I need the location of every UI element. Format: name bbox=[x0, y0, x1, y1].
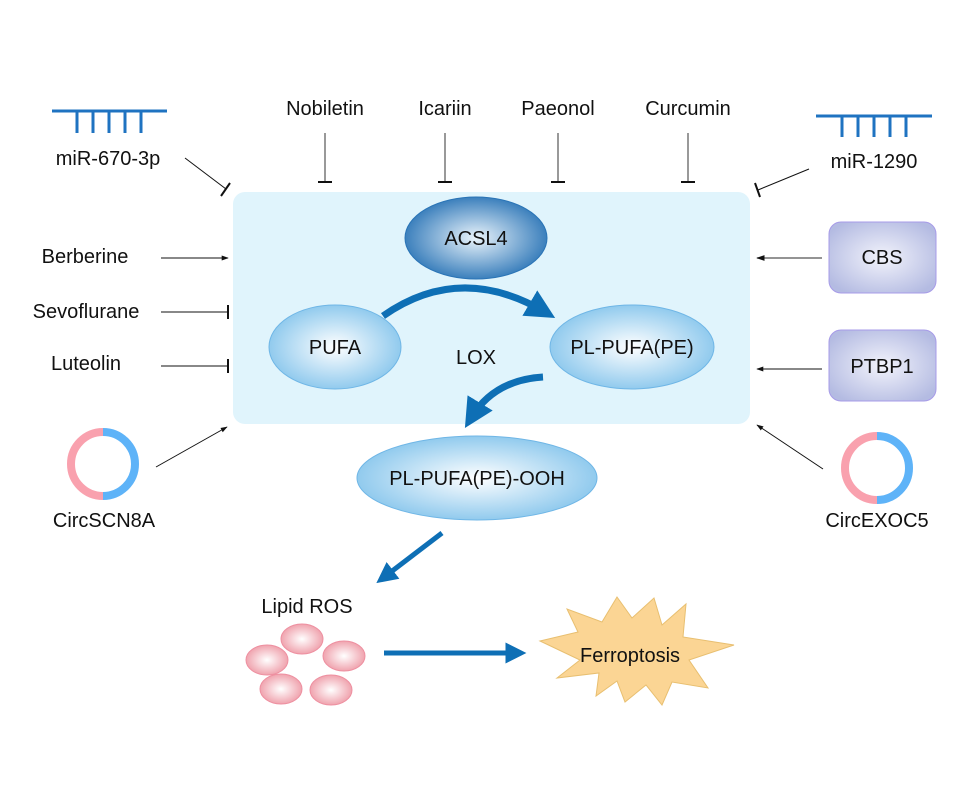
node-pl-pufa-pe-ooh: PL-PUFA(PE)-OOH bbox=[356, 435, 598, 521]
lox-oxidation-arrow bbox=[464, 373, 544, 429]
cbs-box bbox=[828, 221, 937, 294]
circrna-ring-icon bbox=[841, 432, 913, 504]
lipid-ros-label: Lipid ROS bbox=[261, 596, 352, 618]
regulator-berberine: Berberine bbox=[42, 246, 229, 268]
ros-droplet bbox=[259, 673, 303, 705]
pl-pufa-pe-ellipse bbox=[549, 304, 715, 390]
regulator-cbs: CBS bbox=[756, 221, 937, 294]
ferroptosis-burst: Ferroptosis bbox=[538, 596, 735, 706]
inhibit-line bbox=[757, 168, 810, 191]
ferroptosis-star-shape bbox=[538, 596, 735, 706]
top-inhibitor-paeonol: Paeonol bbox=[521, 98, 595, 183]
icariin-label: Icariin bbox=[418, 98, 471, 120]
ros-droplet bbox=[309, 674, 353, 706]
top-inhibitor-icariin: Icariin bbox=[418, 98, 472, 183]
top-inhibitor-nobiletin: Nobiletin bbox=[286, 98, 364, 183]
mirna-670-3p: miR-670-3p bbox=[52, 109, 231, 197]
ptbp1-box bbox=[828, 329, 937, 402]
pl-pufa-pe-ooh-label: PL-PUFA(PE)-OOH bbox=[389, 468, 565, 490]
mirna-1290: miR-1290 bbox=[754, 114, 932, 198]
ros-droplet bbox=[280, 623, 324, 655]
regulator-ptbp1: PTBP1 bbox=[756, 329, 937, 402]
inhibit-bar bbox=[754, 182, 761, 198]
lox-label: LOX bbox=[456, 347, 496, 369]
pufa-label: PUFA bbox=[309, 337, 362, 359]
node-acsl4: ACSL4 bbox=[404, 196, 548, 280]
node-pufa: PUFA bbox=[268, 304, 402, 390]
pl-pufa-pe-label: PL-PUFA(PE) bbox=[570, 337, 693, 359]
acsl4-conversion-arrow bbox=[380, 284, 556, 319]
circrna-ring-icon bbox=[67, 428, 139, 500]
lipid-ros-cluster: Lipid ROS bbox=[245, 596, 366, 706]
sevoflurane-label: Sevoflurane bbox=[33, 301, 140, 323]
regulator-luteolin: Luteolin bbox=[51, 353, 229, 375]
regulator-sevoflurane: Sevoflurane bbox=[33, 301, 229, 323]
promote-arrow bbox=[155, 426, 228, 468]
ferroptosis-label: Ferroptosis bbox=[580, 645, 680, 667]
circrna-circscn8a: CircSCN8A bbox=[53, 426, 228, 532]
ptbp1-label: PTBP1 bbox=[850, 356, 913, 378]
acsl4-label: ACSL4 bbox=[444, 228, 507, 250]
mirna-strand-icon bbox=[816, 114, 932, 137]
circrna-circexoc5: CircEXOC5 bbox=[756, 424, 929, 532]
berberine-label: Berberine bbox=[42, 246, 129, 268]
inhibit-bar bbox=[220, 182, 231, 197]
top-inhibitor-curcumin: Curcumin bbox=[645, 98, 731, 183]
nobiletin-label: Nobiletin bbox=[286, 98, 364, 120]
pl-pufa-pe-ooh-ellipse bbox=[356, 435, 598, 521]
mir-1290-label: miR-1290 bbox=[831, 151, 918, 173]
node-pl-pufa-pe: PL-PUFA(PE) bbox=[549, 304, 715, 390]
cbs-label: CBS bbox=[861, 247, 902, 269]
to-lipid-ros-arrow bbox=[376, 531, 444, 584]
ros-droplet bbox=[245, 644, 289, 676]
luteolin-label: Luteolin bbox=[51, 353, 121, 375]
mir-670-3p-label: miR-670-3p bbox=[56, 148, 160, 170]
inhibit-line bbox=[184, 157, 227, 190]
ros-droplet bbox=[322, 640, 366, 672]
circscn8a-label: CircSCN8A bbox=[53, 510, 156, 532]
paeonol-label: Paeonol bbox=[521, 98, 594, 120]
curcumin-label: Curcumin bbox=[645, 98, 731, 120]
pufa-ellipse bbox=[268, 304, 402, 390]
circexoc5-label: CircEXOC5 bbox=[825, 510, 928, 532]
acsl4-ellipse bbox=[404, 196, 548, 280]
promote-arrow bbox=[756, 424, 824, 470]
mirna-strand-icon bbox=[52, 109, 167, 133]
